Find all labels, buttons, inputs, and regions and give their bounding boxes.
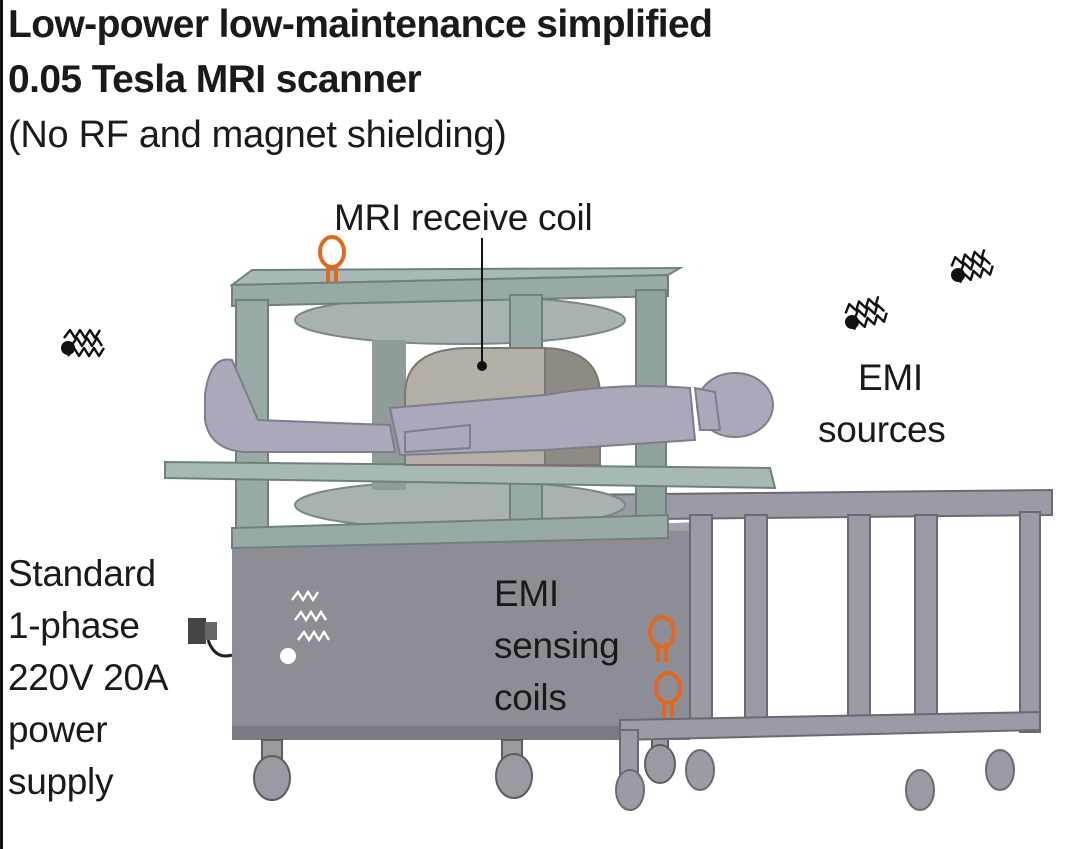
- patient-cart: [559, 488, 1053, 811]
- magnet-frame: [228, 266, 684, 550]
- emi-source-icon-left: [59, 328, 106, 358]
- emi-sources-label-line-2: sources: [818, 409, 946, 450]
- emi-sensing-label-line-2: sensing: [494, 625, 620, 666]
- emi-source-icon-mid: [839, 294, 891, 333]
- emi-source-icon-right: [945, 247, 997, 286]
- power-label-line-5: supply: [8, 761, 114, 802]
- power-label-line-4: power: [8, 709, 108, 750]
- magnet-cabinet: [232, 522, 700, 740]
- emi-sensing-label-line-1: EMI: [494, 573, 559, 614]
- left-border-rule: [0, 0, 3, 849]
- receive-coil-label: MRI receive coil: [334, 197, 593, 238]
- emi-sensing-label-line-3: coils: [494, 677, 567, 718]
- title-line-1: Low-power low-maintenance simplified: [8, 3, 713, 46]
- power-outlet: [188, 618, 233, 658]
- title-line-2: 0.05 Tesla MRI scanner: [8, 58, 422, 101]
- patient-figure: [204, 358, 774, 457]
- subtitle: (No RF and magnet shielding): [8, 114, 507, 156]
- power-label-line-1: Standard: [8, 553, 156, 594]
- power-label-line-3: 220V 20A: [8, 657, 169, 698]
- cabinet-wheels: [253, 734, 676, 801]
- power-label-line-2: 1-phase: [8, 605, 140, 646]
- emi-sources-label-line-1: EMI: [858, 357, 923, 398]
- emi-source-icon-cabinet: [280, 589, 331, 664]
- receive-coil-leader-dot: [477, 361, 487, 371]
